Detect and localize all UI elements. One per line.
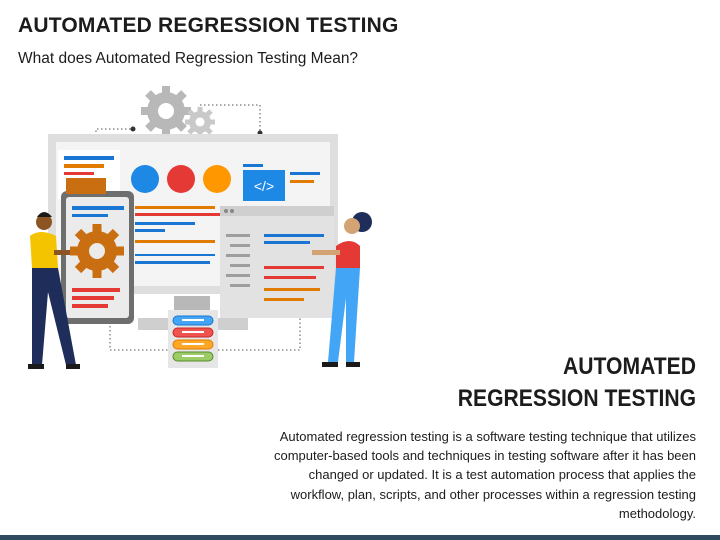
phone — [61, 191, 134, 324]
side-heading: AUTOMATED REGRESSION TESTING — [414, 351, 696, 415]
status-dot — [131, 165, 159, 193]
slide-subtitle: What does Automated Regression Testing M… — [18, 50, 359, 67]
browser-window — [220, 206, 334, 318]
gear-icon — [185, 107, 215, 137]
person-right — [312, 212, 372, 367]
automation-illustration: </> — [28, 86, 372, 369]
connector-lines — [95, 104, 301, 351]
code-icon: </> — [243, 170, 285, 201]
description-paragraph: Automated regression testing is a softwa… — [273, 429, 696, 521]
gear-icon — [70, 224, 124, 278]
person-left — [28, 212, 80, 369]
slide-title: AUTOMATED REGRESSION TESTING — [18, 14, 399, 37]
status-dot — [203, 165, 231, 193]
gear-icon — [141, 86, 191, 136]
database-icon — [168, 310, 218, 368]
monitor-text-lines — [135, 206, 225, 264]
code-label: </> — [254, 178, 274, 194]
bottom-bar — [0, 535, 720, 540]
side-heading-line1: AUTOMATED — [563, 353, 696, 380]
status-dot — [167, 165, 195, 193]
side-heading-line2: REGRESSION TESTING — [457, 385, 696, 412]
